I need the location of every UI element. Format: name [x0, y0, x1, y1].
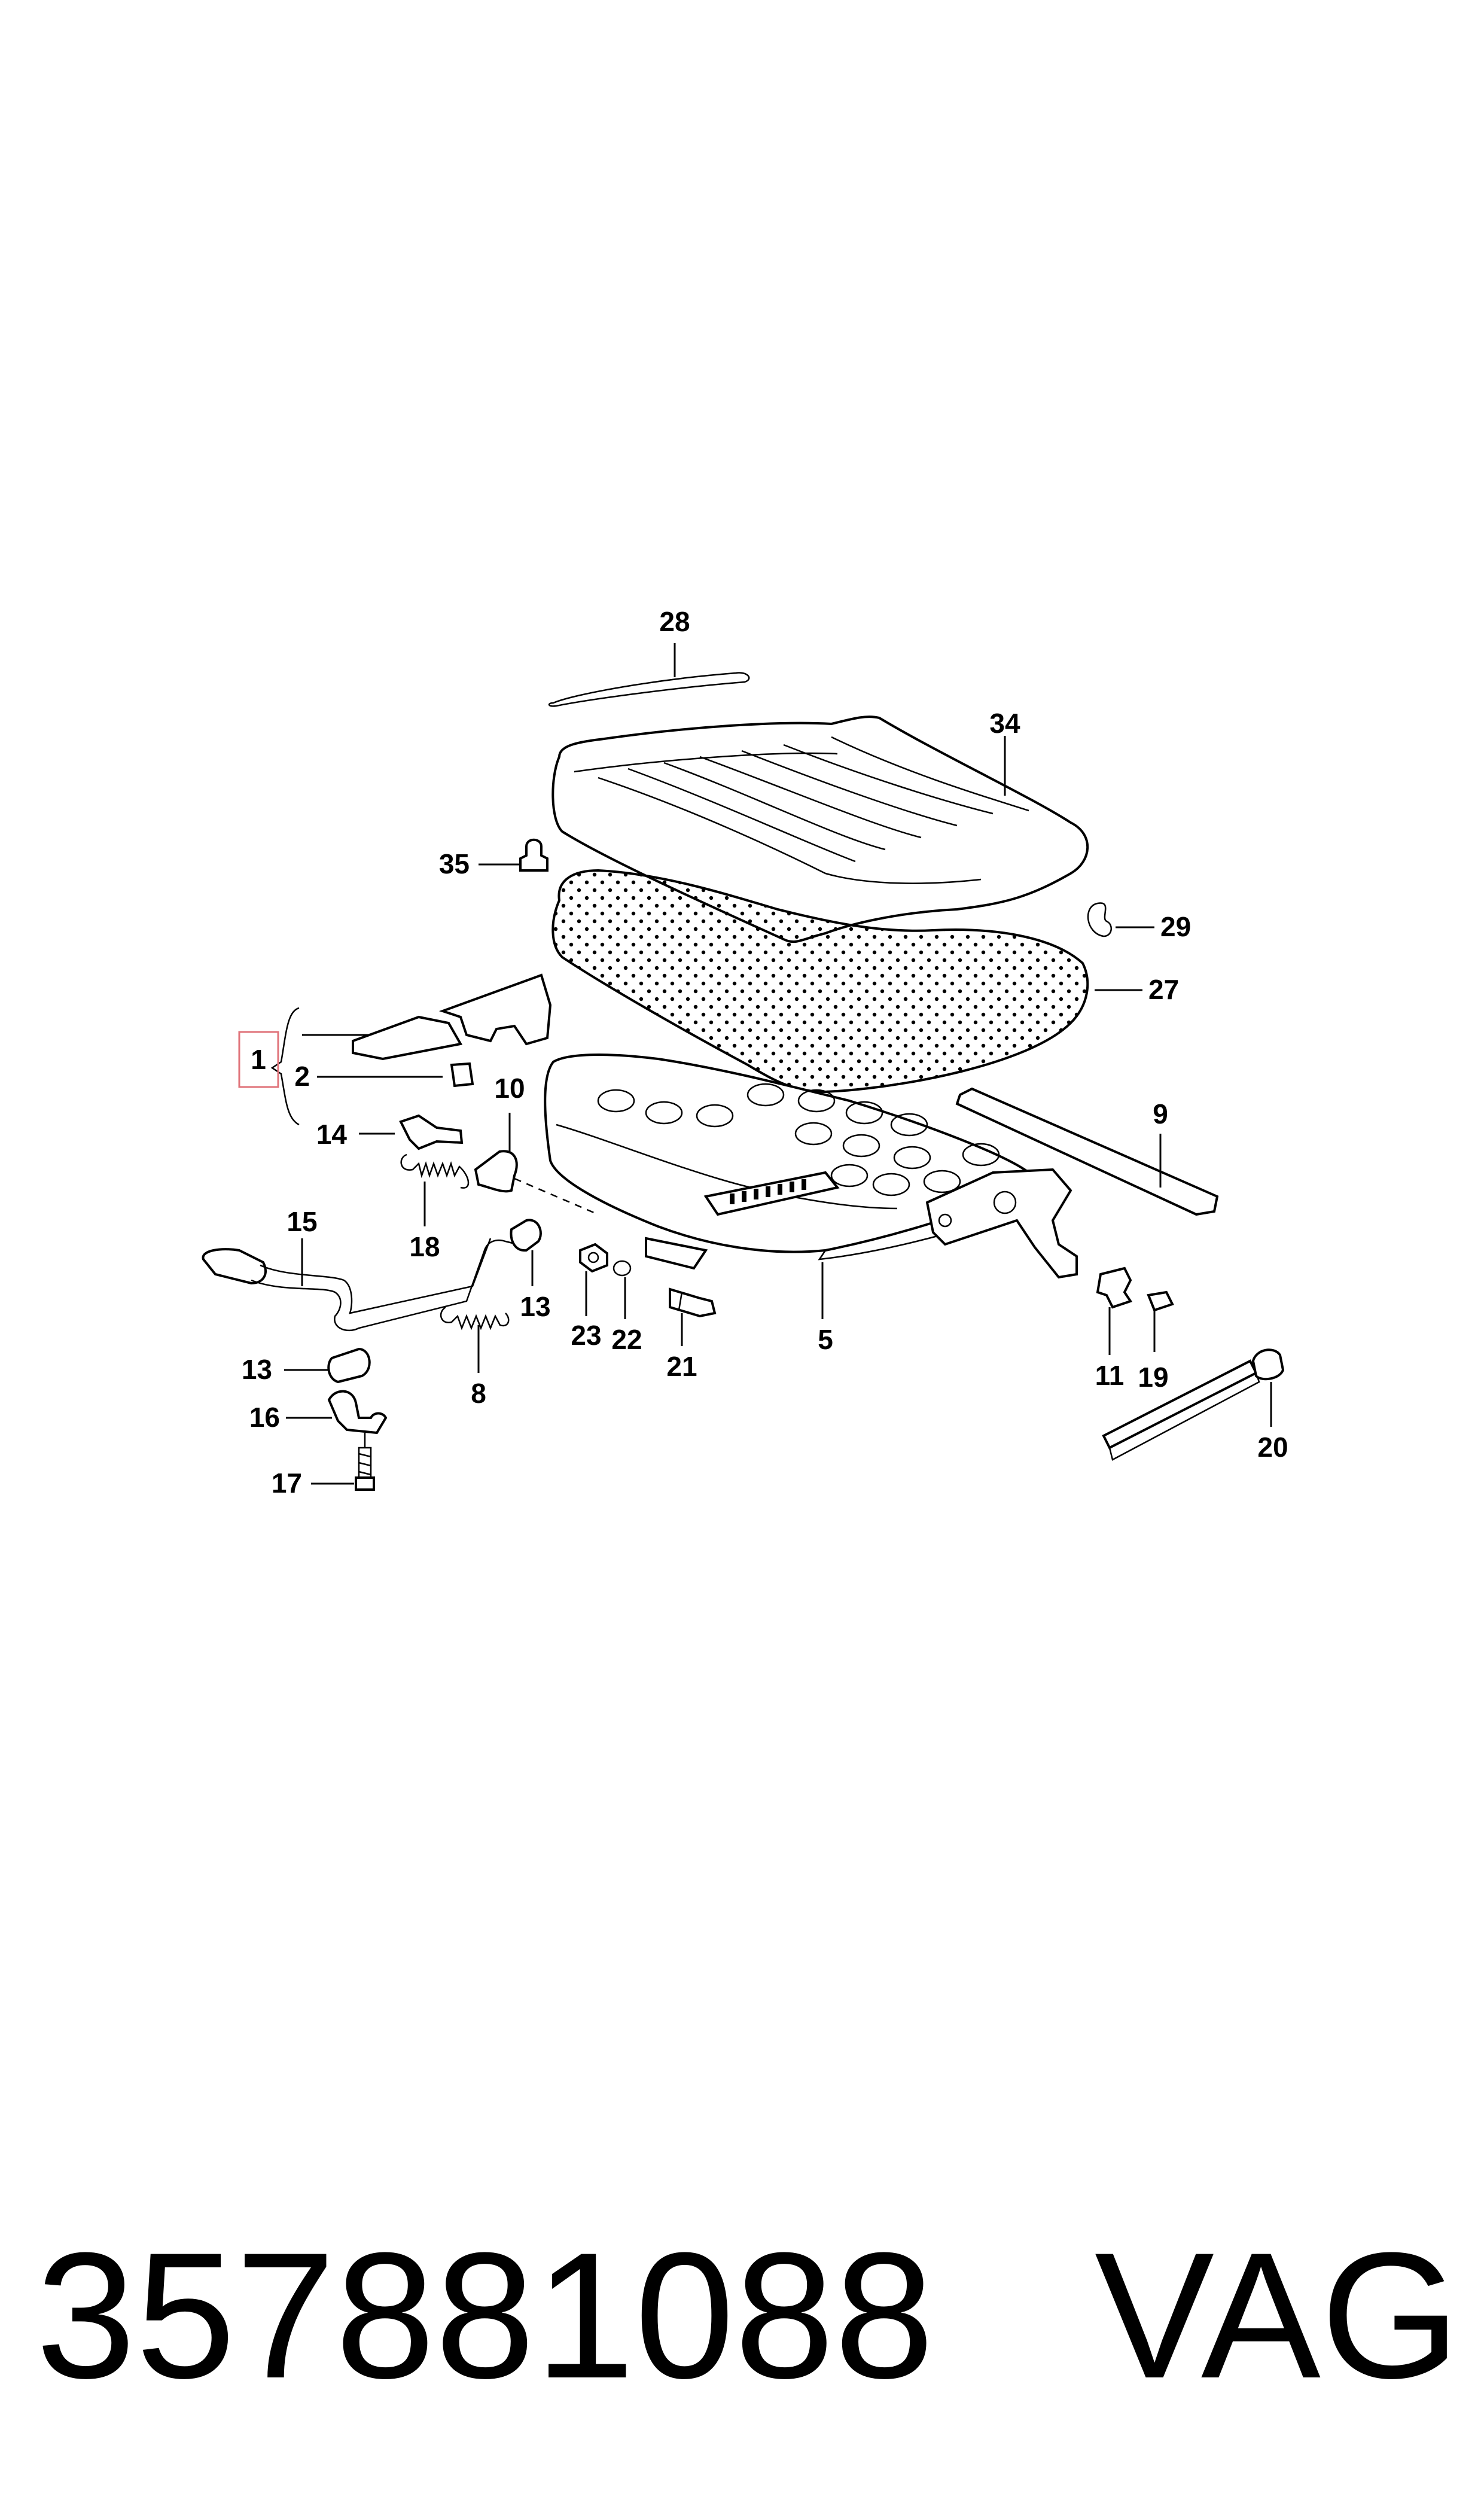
brand-text: VAG — [1095, 2215, 1461, 2416]
tension-spring-8 — [440, 1306, 510, 1373]
callout-14: 14 — [316, 1119, 348, 1150]
callout-21: 21 — [666, 1351, 697, 1382]
spring-clip-part — [1087, 902, 1154, 937]
bolt-21-part — [669, 1287, 717, 1346]
screw-17-part — [311, 1433, 375, 1491]
wire-hook-part — [548, 643, 750, 707]
rail-strip-part — [955, 1087, 1219, 1216]
callout-22: 22 — [611, 1324, 642, 1355]
callout-1: 1 — [251, 1044, 266, 1075]
callout-23: 23 — [571, 1320, 601, 1351]
callout-13-upper: 13 — [520, 1291, 550, 1322]
plastic-clip-part — [479, 838, 548, 872]
callout-10: 10 — [494, 1073, 525, 1104]
slide-rail-20 — [1102, 1348, 1285, 1461]
callout-35: 35 — [439, 848, 470, 879]
clamp-part — [286, 1390, 388, 1435]
callout-15: 15 — [287, 1206, 317, 1237]
foam-padding-part — [551, 869, 1142, 1094]
callout-1-highlight-box — [238, 1031, 279, 1088]
callout-2: 2 — [294, 1061, 310, 1092]
seat-frame-part — [544, 1054, 1078, 1319]
callout-11: 11 — [1095, 1360, 1125, 1391]
callout-13-lower: 13 — [242, 1354, 272, 1385]
retaining-clip-11 — [1096, 1266, 1133, 1355]
bushing-13-upper — [510, 1219, 542, 1286]
part-number-text: 357881088 — [36, 2215, 934, 2416]
callout-27: 27 — [1148, 974, 1179, 1005]
callout-5: 5 — [818, 1324, 833, 1355]
callout-18: 18 — [409, 1231, 440, 1262]
callout-17: 17 — [272, 1467, 302, 1499]
release-cable-part — [202, 1238, 518, 1332]
rail-slots — [730, 1179, 806, 1204]
callout-29: 29 — [1160, 911, 1191, 942]
callout-28: 28 — [659, 606, 690, 637]
side-trim-group — [238, 973, 552, 1126]
tension-spring-18 — [400, 1153, 470, 1226]
nut-part — [579, 1243, 608, 1316]
seat-pan-holes — [597, 1083, 1000, 1196]
washer-part — [613, 1260, 632, 1319]
lever-pin-part — [359, 1114, 464, 1150]
lever-bracket-part — [474, 1113, 599, 1216]
callout-9: 9 — [1153, 1098, 1168, 1129]
callout-34: 34 — [989, 708, 1020, 739]
callout-16: 16 — [249, 1402, 280, 1433]
bushing-13-lower — [284, 1347, 371, 1384]
callout-8: 8 — [471, 1378, 486, 1409]
callout-20: 20 — [1257, 1432, 1288, 1463]
small-clip-19 — [1147, 1290, 1174, 1352]
callout-19: 19 — [1138, 1362, 1168, 1393]
